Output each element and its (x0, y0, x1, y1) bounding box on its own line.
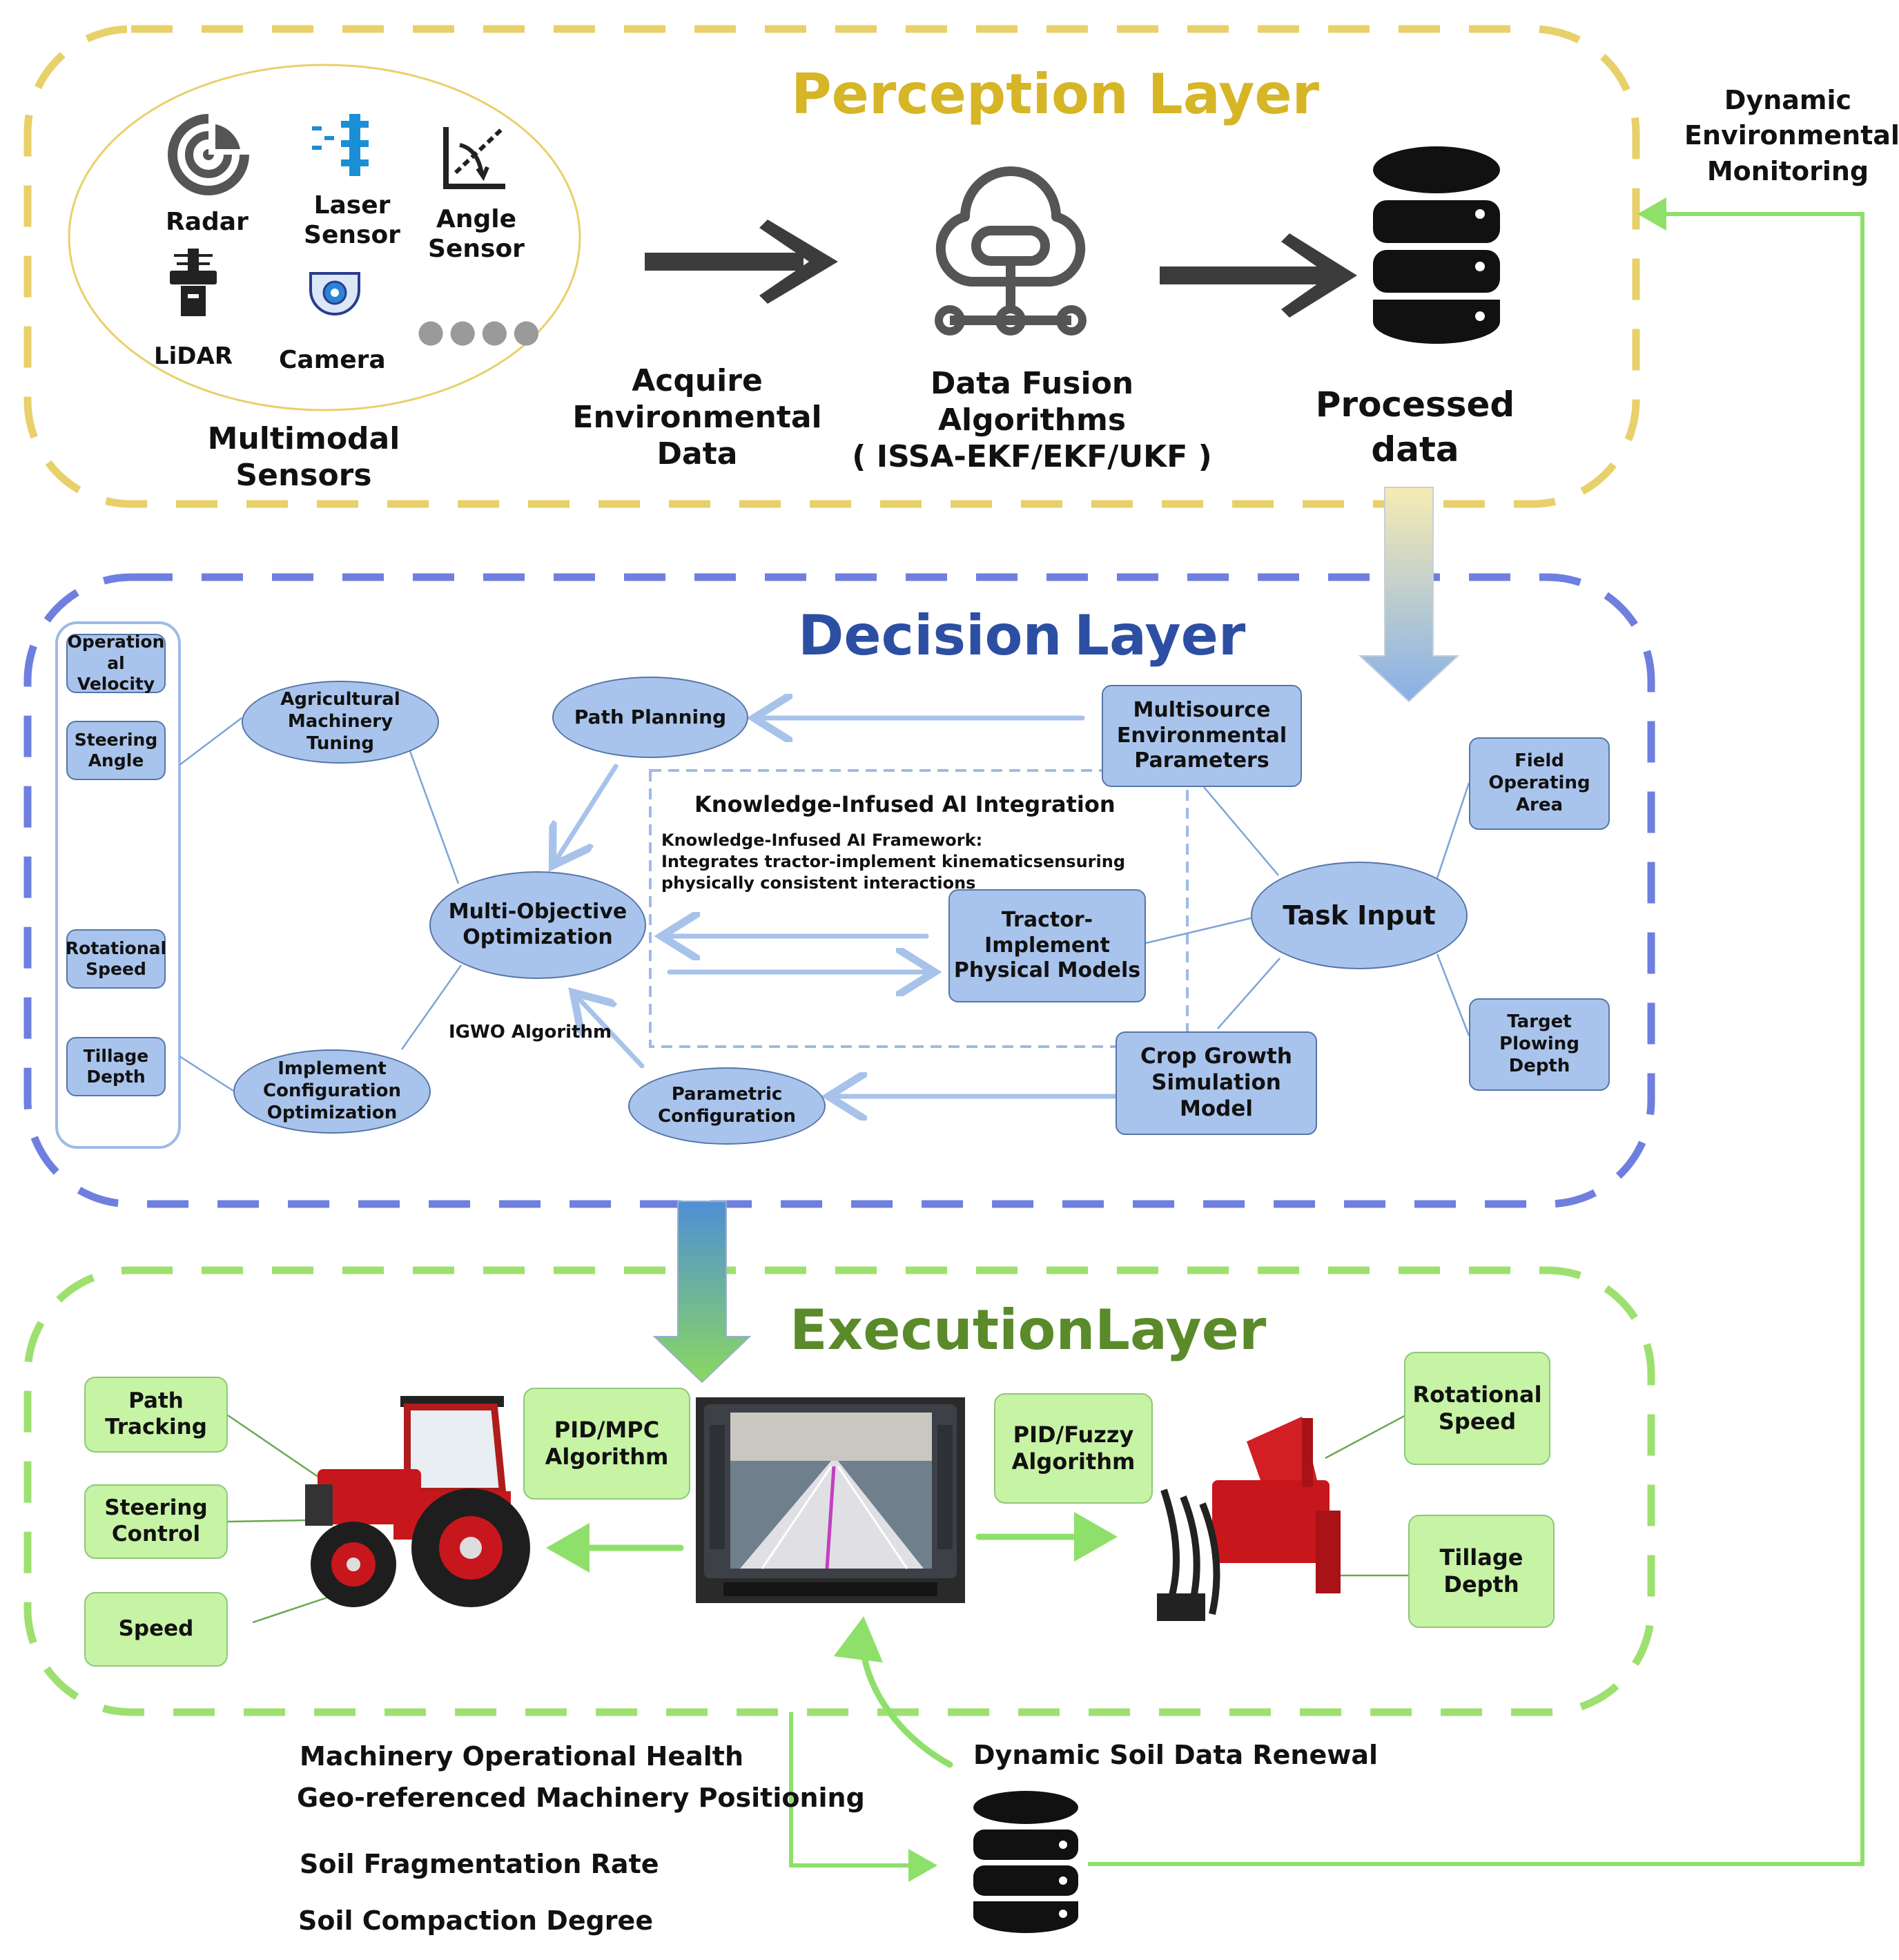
camera-icon (309, 272, 360, 316)
laser-sensor-icon (312, 114, 369, 176)
sensor-group-ellipse (68, 64, 581, 411)
target-plowing-depth-node: Target Plowing Depth (1469, 998, 1610, 1091)
soil-data-database-icon (973, 1791, 1078, 1933)
perception-layer-title: Perception Layer (791, 62, 1320, 126)
dynamic-monitoring-label: Dynamic Environmental Monitoring (1684, 85, 1899, 186)
decision-connectors (179, 717, 1470, 1092)
param-rotational-speed: Rotational Speed (66, 929, 166, 989)
knowledge-ai-description: Knowledge-Infused AI Framework: Integrat… (661, 831, 1125, 893)
more-sensors-indicator: ●●●● (417, 312, 545, 349)
feedback-loop-line (789, 197, 1864, 1882)
dynamic-soil-renewal-label: Dynamic Soil Data Renewal (973, 1740, 1378, 1770)
sensor-label-radar: Radar (166, 208, 249, 236)
feedback-item-positioning: Geo-referenced Machinery Positioning (297, 1783, 865, 1813)
data-fusion-cloud-icon (935, 166, 1087, 336)
execution-layer-title-word2: Layer (1095, 1298, 1267, 1362)
decision-to-execution-arrow (652, 1201, 752, 1384)
rotational-speed-box: Rotational Speed (1404, 1352, 1550, 1465)
path-planning-node: Path Planning (552, 677, 748, 758)
sensor-label-camera: Camera (279, 346, 386, 374)
knowledge-ai-title: Knowledge-Infused AI Integration (694, 791, 1116, 817)
feedback-item-compaction: Soil Compaction Degree (298, 1905, 654, 1936)
sensor-label-lidar: LiDAR (153, 342, 233, 370)
igwo-algorithm-label: IGWO Algorithm (449, 1022, 612, 1042)
path-tracking-box: Path Tracking (84, 1377, 228, 1453)
decision-layer-title-word2: Layer (1074, 603, 1246, 668)
decision-layer-frame (23, 573, 1655, 1208)
feedback-item-fragmentation: Soil Fragmentation Rate (300, 1849, 659, 1879)
multimodal-sensors-caption: Multimodal Sensors (207, 421, 400, 493)
data-fusion-caption: Data Fusion Algorithms ( ISSA-EKF/EKF/UK… (852, 366, 1212, 474)
tillage-depth-box: Tillage Depth (1408, 1515, 1555, 1628)
parametric-configuration-node: Parametric Configuration (628, 1067, 826, 1145)
agricultural-machinery-tuning-node: Agricultural Machinery Tuning (242, 681, 439, 764)
sensor-label-laser: Laser Sensor (304, 191, 400, 250)
execution-layer-title: Execution (790, 1298, 1095, 1362)
acquire-data-caption: Acquire Environmental Data (572, 363, 822, 472)
parameter-list-frame (55, 621, 181, 1149)
pid-fuzzy-algorithm-box: PID/Fuzzy Algorithm (994, 1393, 1153, 1504)
radar-icon (168, 113, 250, 195)
acquire-arrow (645, 220, 838, 304)
crop-growth-model-node: Crop Growth Simulation Model (1116, 1031, 1317, 1135)
field-operating-area-node: Field Operating Area (1469, 737, 1610, 830)
param-operational-velocity: Operation al Velocity (66, 632, 166, 695)
fusion-to-processed-arrow (1160, 233, 1357, 318)
execution-layer-frame (23, 1266, 1655, 1716)
multisource-parameters-node: Multisource Environmental Parameters (1102, 685, 1302, 787)
navigation-terminal-icon (696, 1397, 965, 1603)
decision-layer-title: Decision (798, 603, 1062, 668)
angle-sensor-icon (443, 127, 505, 189)
speed-box: Speed (84, 1592, 228, 1667)
perception-to-decision-arrow (1358, 487, 1460, 703)
processed-data-database-icon (1373, 146, 1500, 344)
decision-flow-arrows (558, 718, 1118, 1096)
implement-configuration-node: Implement Configuration Optimization (233, 1049, 431, 1134)
param-steering-angle: Steering Angle (66, 721, 166, 780)
param-tillage-depth: Tillage Depth (66, 1037, 166, 1096)
sensor-label-angle: Angle Sensor (428, 205, 525, 264)
execution-flow-arrows (546, 1512, 1118, 1768)
perception-layer-frame (23, 25, 1640, 508)
lidar-icon (170, 249, 217, 316)
feedback-item-health: Machinery Operational Health (300, 1741, 743, 1772)
knowledge-ai-frame (649, 769, 1189, 1048)
processed-data-caption: Processed data (1315, 385, 1515, 469)
pid-mpc-algorithm-box: PID/MPC Algorithm (523, 1388, 690, 1500)
tractor-implement-models-node: Tractor- Implement Physical Models (948, 889, 1146, 1002)
multi-objective-optimization-node: Multi-Objective Optimization (429, 871, 646, 979)
tractor-icon (305, 1396, 530, 1607)
execution-connectors (227, 1413, 1411, 1624)
task-input-node: Task Input (1251, 862, 1468, 969)
steering-control-box: Steering Control (84, 1484, 228, 1559)
rotary-tiller-icon (1157, 1417, 1341, 1621)
